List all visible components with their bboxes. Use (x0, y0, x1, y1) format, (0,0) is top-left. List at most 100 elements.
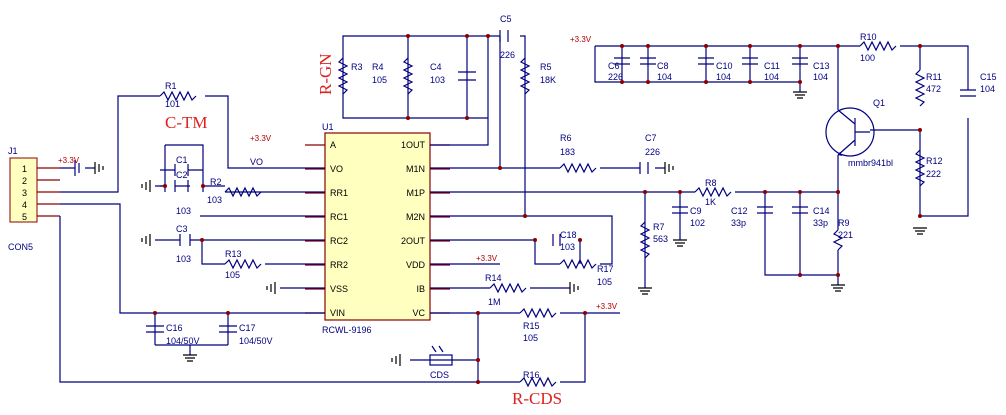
label-c12-value: 33p (731, 218, 746, 228)
r3-symbol (337, 57, 349, 95)
label-c6-value: 226 (608, 72, 623, 82)
label-r13-ref: R13 (225, 249, 242, 259)
c11-symbol (742, 57, 758, 65)
r15-symbol (519, 307, 557, 319)
label-r14-value: 1M (488, 297, 501, 307)
label-r15-value: 105 (523, 333, 538, 343)
connector-pins (37, 167, 60, 217)
label-c1-ref: C1 (176, 155, 188, 165)
transistor-part: mmbr941bl (848, 158, 893, 168)
ic-pin-label: RC1 (330, 212, 348, 222)
label-c13-ref: C13 (813, 61, 830, 71)
label-c5-value: 226 (500, 50, 515, 60)
r10-symbol (859, 40, 897, 52)
label-r2-ref: R2 (210, 177, 222, 187)
label-r6-value: 183 (560, 147, 575, 157)
c17-symbol (219, 325, 237, 333)
ic-pin-label: RC2 (330, 236, 348, 246)
c16-symbol (146, 325, 164, 333)
label-c3-ref: C3 (176, 224, 188, 234)
annotation-cds: R-CDS (512, 389, 562, 408)
c7-symbol (639, 162, 649, 174)
label-r3-ref: R3 (351, 62, 363, 72)
label-r12-ref: R12 (926, 156, 943, 166)
label-c18-value: 103 (560, 242, 575, 252)
r7-symbol (639, 221, 651, 259)
label-c15-ref: C15 (980, 72, 997, 82)
ic-pin-label: M1P (406, 188, 425, 198)
ic-ref: U1 (322, 122, 334, 132)
label-r16-ref: R16 (523, 370, 540, 380)
ic-pin-label: 1OUT (401, 140, 426, 150)
label-c12-ref: C12 (731, 206, 748, 216)
ic-pin-label: A (330, 140, 336, 150)
label-c7-ref: C7 (645, 133, 657, 143)
ic-pin-label: RR1 (330, 188, 348, 198)
c5-symbol (499, 30, 509, 42)
ic-pin-label: M1N (406, 164, 425, 174)
wires (59, 35, 969, 383)
cds-ref: CDS (430, 370, 449, 380)
connector-pin: 1 (22, 164, 27, 174)
label-c8-ref: C8 (657, 61, 669, 71)
component-labels: R1 101 R2 103 R3 R4 105 R5 18K R6 183 R7… (165, 14, 997, 380)
c14-symbol (792, 206, 808, 214)
label-c7-value: 226 (645, 147, 660, 157)
label-c17-value: 104/50V (239, 336, 273, 346)
ic-pin-label: VIN (330, 308, 345, 318)
label-r2-value: 103 (207, 195, 222, 205)
r16-symbol (519, 376, 557, 388)
power-label: +3.3V (570, 35, 592, 44)
c18-symbol (552, 234, 561, 246)
label-r7-value: 563 (653, 234, 668, 244)
c6-symbol (614, 57, 630, 65)
label-r17-value: 105 (597, 277, 612, 287)
label-c4-value: 103 (430, 75, 445, 85)
ic-pin-label: VC (412, 308, 425, 318)
c9-symbol (672, 206, 688, 214)
ic-part: RCWL-9196 (322, 325, 372, 335)
label-c16-ref: C16 (166, 323, 183, 333)
label-r12-value: 222 (926, 169, 941, 179)
label-r8-value: 1K (705, 197, 716, 207)
label-c2-ref: C2 (176, 170, 188, 180)
label-r1-value: 101 (165, 99, 180, 109)
label-c14-ref: C14 (813, 206, 830, 216)
label-r13-value: 105 (225, 270, 240, 280)
label-c6-ref: C6 (608, 61, 620, 71)
label-c5-ref: C5 (500, 14, 512, 24)
label-r7-ref: R7 (653, 222, 665, 232)
label-c9-value: 102 (690, 218, 705, 228)
net-labels: VO +3.3V +3.3V +3.3V +3.3V +3.3V (58, 35, 618, 311)
label-c10-value: 104 (716, 72, 731, 82)
label-c8-value: 104 (657, 72, 672, 82)
connector-body (9, 157, 38, 223)
transistor-q1: Q1 mmbr941bl (825, 98, 893, 168)
c12-symbol (757, 206, 773, 214)
label-c10-ref: C10 (716, 61, 733, 71)
label-r10-ref: R10 (860, 32, 877, 42)
label-r11-ref: R11 (926, 72, 942, 82)
ic-pin-label: VDD (406, 260, 426, 270)
resistors (159, 40, 926, 388)
label-r4-value: 105 (372, 75, 387, 85)
label-r17-ref: R17 (597, 264, 614, 274)
label-c2-value: 103 (176, 206, 191, 216)
c3-symbol (179, 234, 191, 246)
power-label: +3.3V (58, 156, 80, 165)
ic-body (324, 132, 431, 321)
ic-pin-label: M2N (406, 212, 425, 222)
c2-symbol (174, 180, 189, 192)
ic-pin-label: VO (330, 164, 343, 174)
power-label: +3.3V (476, 254, 498, 263)
r2-symbol (224, 186, 262, 198)
label-r5-value: 18K (540, 75, 556, 85)
capacitors (146, 30, 976, 333)
connector-pin: 2 (22, 176, 27, 186)
r9-symbol (832, 229, 844, 251)
connector-j1: J1 CON5 1 2 3 4 5 (8, 146, 60, 252)
label-c11-ref: C11 (764, 61, 780, 71)
ground-symbols (94, 91, 927, 366)
label-r9-ref: R9 (838, 218, 850, 228)
